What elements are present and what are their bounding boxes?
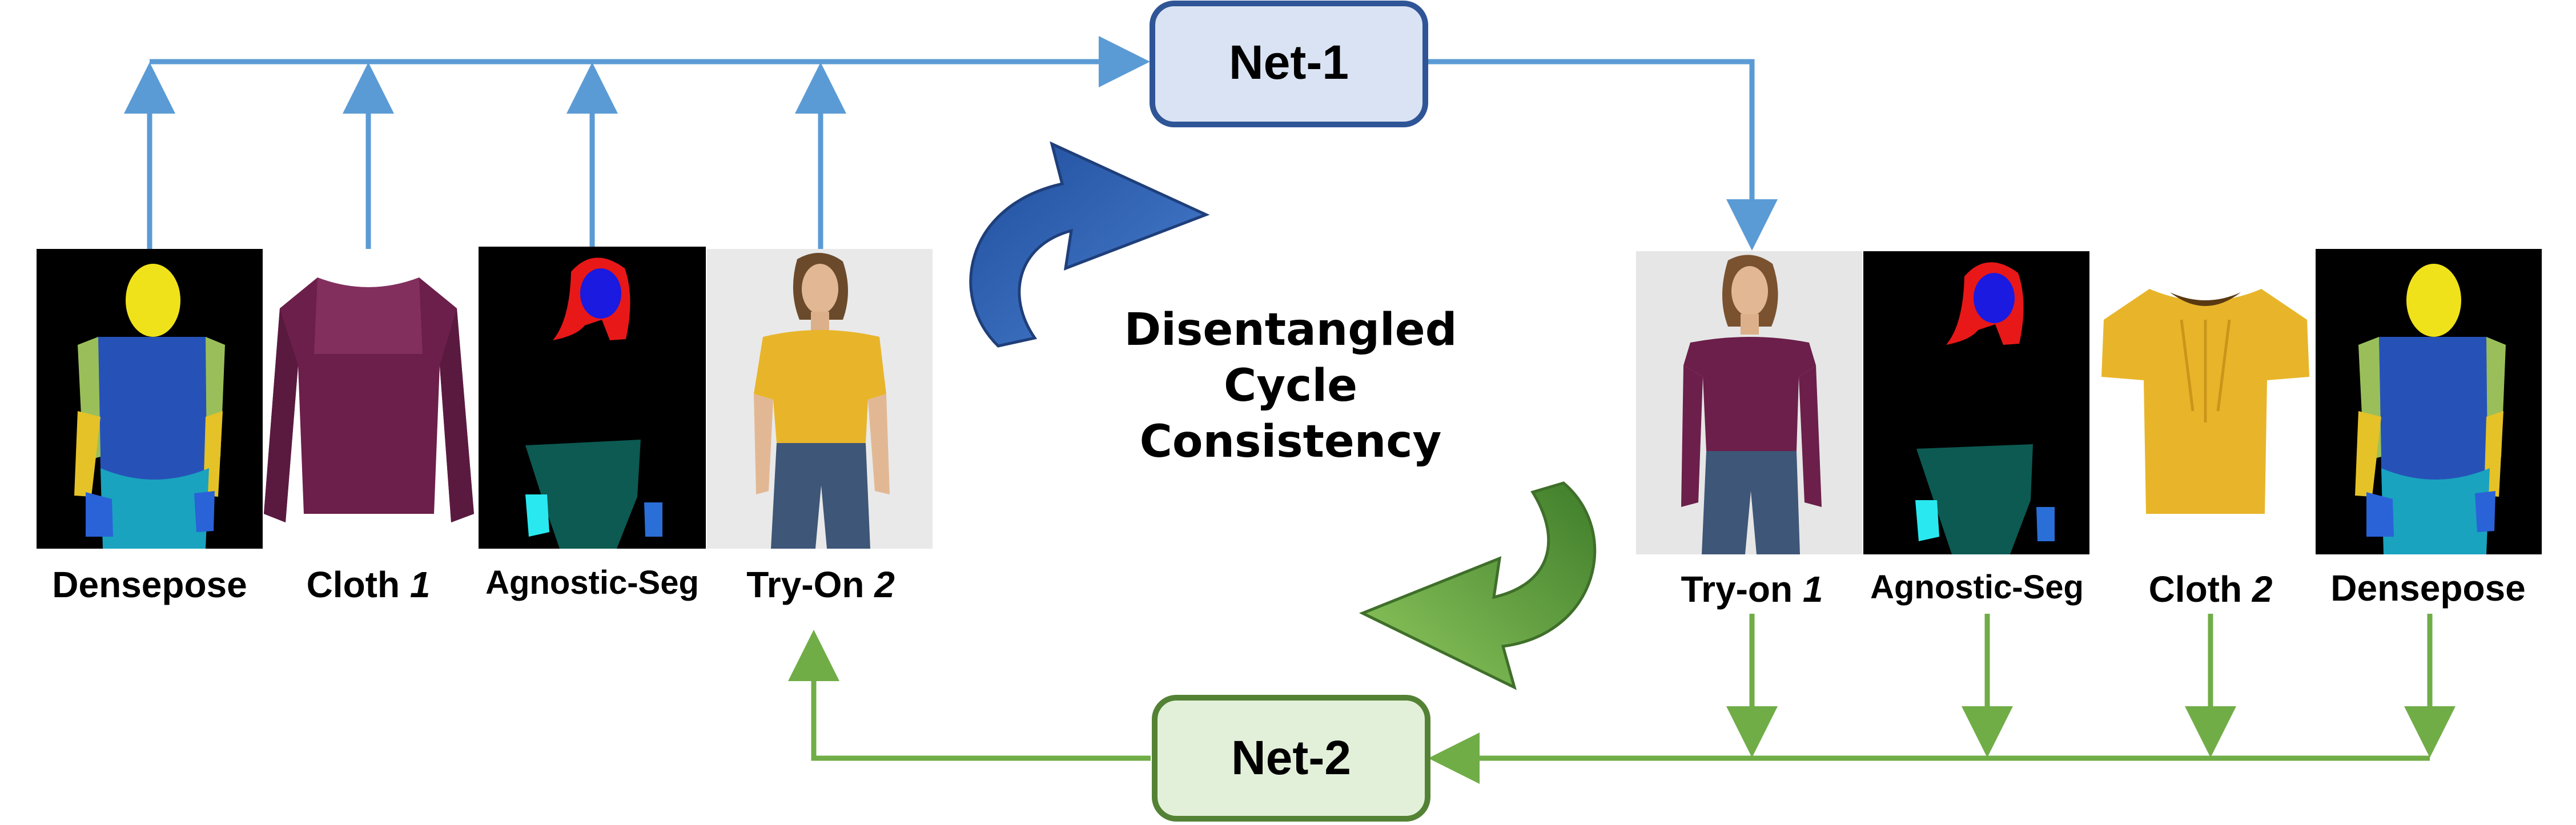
center-text-line2: Cycle — [1224, 360, 1357, 412]
net1-input-arrows — [124, 36, 1150, 249]
net2-box: Net-2 — [1152, 695, 1430, 822]
left-agnostic-seg-label: Agnostic-Seg — [485, 564, 699, 601]
right-tryon1-image — [1636, 251, 1862, 554]
center-text-line3: Consistency — [1140, 416, 1442, 468]
net2-output-arrow — [788, 630, 1151, 761]
left-cloth1-label: Cloth 1 — [307, 564, 431, 605]
net1-box: Net-1 — [1150, 1, 1428, 127]
cycle-arrow-green — [1359, 481, 1597, 690]
left-cloth1-image — [263, 249, 477, 549]
net2-input-arrows — [1428, 614, 2456, 784]
right-tryon1-label: Try-on 1 — [1681, 569, 1823, 610]
right-agnostic-seg-image — [1863, 251, 2089, 554]
right-cloth2-label: Cloth 2 — [2149, 569, 2273, 610]
cycle-arrow-blue — [969, 141, 1210, 348]
left-tryon2-label: Try-On 2 — [746, 564, 895, 605]
left-densepose-label: Densepose — [52, 564, 247, 605]
center-caption: Disentangled Cycle Consistency — [1124, 304, 1457, 468]
left-tryon2-image — [707, 249, 933, 549]
right-cloth2-image — [2092, 251, 2319, 554]
right-densepose-label: Densepose — [2330, 568, 2525, 609]
net1-label: Net-1 — [1229, 35, 1349, 89]
left-agnostic-seg-image — [479, 247, 706, 549]
center-text-line1: Disentangled — [1124, 304, 1457, 356]
net1-output-arrow — [1428, 59, 1778, 251]
right-densepose-image — [2316, 249, 2542, 554]
net2-label: Net-2 — [1231, 731, 1351, 784]
right-agnostic-seg-label: Agnostic-Seg — [1870, 569, 2084, 606]
left-densepose-image — [37, 249, 263, 549]
